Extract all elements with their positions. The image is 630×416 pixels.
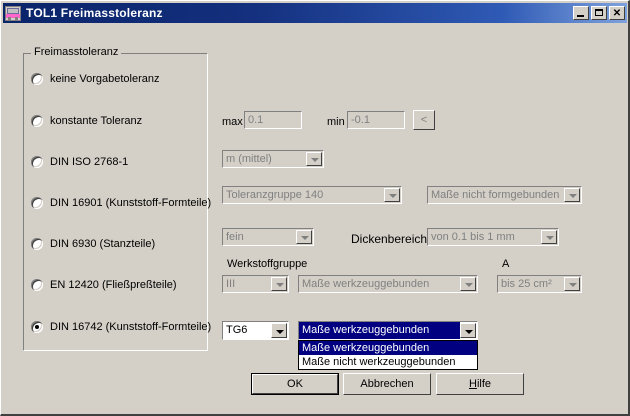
- dickenbereich-label: Dickenbereich: [351, 232, 428, 246]
- window-controls: ✕: [573, 6, 625, 20]
- tool-bound-combo[interactable]: Maße werkzeuggebunden: [298, 275, 478, 293]
- maximize-button[interactable]: [591, 6, 607, 20]
- material-group-value: III: [226, 278, 236, 290]
- dropdown-item-werkzeuggebunden[interactable]: Maße werkzeuggebunden: [299, 341, 477, 355]
- radio-label: DIN 16742 (Kunststoff-Formteile): [50, 321, 212, 333]
- radio-icon-selected: [31, 321, 43, 333]
- chevron-down-icon[interactable]: [271, 277, 287, 291]
- chevron-down-icon[interactable]: [541, 230, 557, 244]
- max-input[interactable]: 0.1: [244, 111, 302, 129]
- area-label: A: [502, 258, 510, 270]
- thickness-range-combo[interactable]: von 0.1 bis 1 mm: [427, 228, 559, 246]
- chevron-down-icon[interactable]: [460, 277, 476, 291]
- form-bound-combo[interactable]: Maße nicht formgebunden: [427, 186, 582, 204]
- chevron-down-icon[interactable]: [460, 323, 476, 338]
- chevron-down-icon[interactable]: [564, 188, 580, 202]
- tool-bound-dropdown-list[interactable]: Maße werkzeuggebunden Maße nicht werkzeu…: [298, 340, 478, 370]
- dropdown-item-nicht-werkzeuggebunden[interactable]: Maße nicht werkzeuggebunden: [302, 356, 456, 368]
- dialog-client-area: Freimasstoleranz keine Vorgabetoleranz k…: [3, 25, 627, 411]
- radio-icon: [31, 156, 43, 168]
- radio-icon: [31, 115, 43, 127]
- tolerance-group-value: Toleranzgruppe 140: [226, 189, 324, 201]
- max-label: max: [222, 116, 243, 128]
- werkstoffgruppe-label: Werkstoffgruppe: [227, 258, 308, 270]
- form-bound-value: Maße nicht formgebunden: [431, 189, 560, 201]
- radio-din-16742[interactable]: DIN 16742 (Kunststoff-Formteile): [31, 321, 211, 333]
- radio-label: DIN 6930 (Stanzteile): [50, 238, 156, 250]
- radio-icon: [31, 197, 43, 209]
- ok-button[interactable]: OK: [251, 373, 339, 395]
- help-button-mnemonic: H: [468, 378, 477, 390]
- previous-button[interactable]: <: [413, 110, 435, 130]
- tool-bound-active-combo[interactable]: Maße werkzeuggebunden: [298, 321, 478, 340]
- help-button-label: ilfe: [476, 378, 491, 390]
- radio-din-6930[interactable]: DIN 6930 (Stanzteile): [31, 238, 155, 250]
- thickness-range-value: von 0.1 bis 1 mm: [431, 231, 515, 243]
- area-range-value: bis 25 cm²: [501, 278, 552, 290]
- radio-din-16901[interactable]: DIN 16901 (Kunststoff-Formteile): [31, 197, 211, 209]
- chevron-down-icon[interactable]: [384, 188, 400, 202]
- tg-combo-value: TG6: [226, 324, 248, 336]
- app-window-icon: [5, 5, 21, 21]
- radio-label: EN 12420 (Fließpreßteile): [50, 279, 177, 291]
- chevron-down-icon[interactable]: [296, 230, 312, 244]
- radio-icon: [31, 279, 43, 291]
- tolerance-group-combo[interactable]: Toleranzgruppe 140: [222, 186, 402, 204]
- title-bar[interactable]: TOL1 Freimasstoleranz ✕: [3, 3, 627, 23]
- radio-label: DIN 16901 (Kunststoff-Formteile): [50, 197, 212, 209]
- tool-bound-value: Maße werkzeuggebunden: [302, 278, 430, 290]
- minimize-button[interactable]: [573, 6, 589, 20]
- radio-label: DIN ISO 2768-1: [50, 156, 129, 168]
- material-group-combo[interactable]: III: [222, 275, 289, 293]
- radio-en-12420[interactable]: EN 12420 (Fließpreßteile): [31, 279, 177, 291]
- fineness-combo[interactable]: fein: [222, 228, 314, 246]
- radio-label: konstante Toleranz: [50, 115, 143, 127]
- tg-combo[interactable]: TG6: [222, 321, 289, 340]
- min-input[interactable]: -0.1: [347, 111, 405, 129]
- radio-din-iso-2768-1[interactable]: DIN ISO 2768-1: [31, 156, 128, 168]
- grade-combo[interactable]: m (mittel): [222, 150, 324, 168]
- grade-combo-value: m (mittel): [226, 153, 272, 165]
- area-range-combo[interactable]: bis 25 cm²: [497, 275, 582, 293]
- chevron-down-icon[interactable]: [306, 152, 322, 166]
- radio-icon: [31, 238, 43, 250]
- radio-konstante-toleranz[interactable]: konstante Toleranz: [31, 115, 142, 127]
- ok-button-label: OK: [252, 374, 338, 394]
- chevron-down-icon[interactable]: [271, 323, 287, 338]
- radio-icon: [31, 73, 43, 85]
- tool-bound-active-value: Maße werkzeuggebunden: [299, 322, 460, 339]
- radio-keine-vorgabetoleranz[interactable]: keine Vorgabetoleranz: [31, 73, 159, 85]
- window-title: TOL1 Freimasstoleranz: [26, 6, 163, 20]
- fineness-value: fein: [226, 231, 244, 243]
- radio-label: keine Vorgabetoleranz: [50, 73, 160, 85]
- close-icon: ✕: [612, 8, 622, 19]
- groupbox-legend: Freimasstoleranz: [31, 46, 122, 58]
- chevron-down-icon[interactable]: [564, 277, 580, 291]
- close-button[interactable]: ✕: [609, 6, 625, 20]
- help-button[interactable]: Hilfe: [436, 373, 524, 395]
- cancel-button[interactable]: Abbrechen: [343, 373, 431, 395]
- min-label: min: [327, 116, 345, 128]
